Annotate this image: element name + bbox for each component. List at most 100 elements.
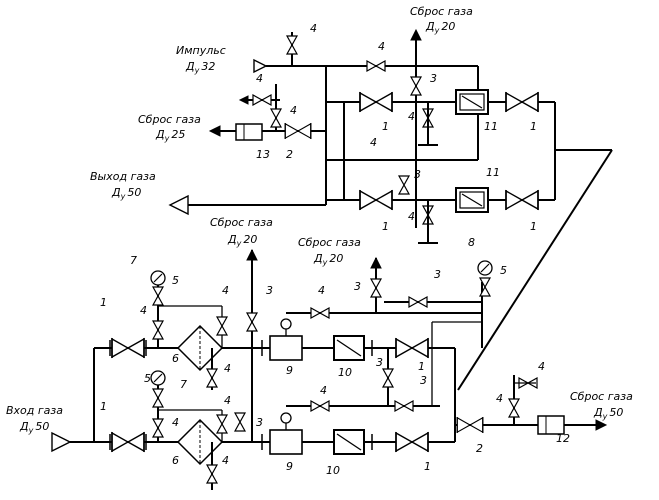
regulator-11-lower (455, 187, 489, 213)
callout-1: 1 (100, 296, 107, 309)
valve-top-1 (359, 91, 393, 113)
callout-4: 4 (222, 284, 229, 297)
valve-1-lower-outlet (395, 431, 429, 453)
callout-5: 5 (172, 274, 179, 287)
callout-4: 4 (172, 416, 179, 429)
callout-10: 10 (326, 464, 340, 477)
valve-top-2 (359, 189, 393, 211)
vent-mid2-arrow (370, 256, 382, 269)
regulator-11-upper (455, 89, 489, 115)
gauge-valve-top (270, 108, 282, 128)
callout-4: 4 (310, 22, 317, 35)
filter-6-upper (177, 325, 223, 371)
callout-4: 4 (496, 392, 503, 405)
vent-right-valve (508, 398, 520, 418)
callout-3: 3 (376, 356, 383, 369)
valve-4-filter-upper (216, 316, 228, 336)
vent-valve-3-b4 (382, 368, 394, 388)
label-vent-top: Сброс газа (410, 5, 473, 18)
meter-9-lower (269, 412, 303, 455)
callout-6: 6 (172, 352, 179, 365)
callout-9: 9 (286, 460, 293, 473)
callout-2: 2 (476, 442, 483, 455)
callout-3: 3 (434, 268, 441, 281)
callout-8: 8 (468, 236, 475, 249)
callout-6: 6 (172, 454, 179, 467)
inlet-arrow (51, 431, 72, 453)
hvalve-4-imp-lower (310, 400, 330, 412)
valve-1-upper-outlet (395, 337, 429, 359)
valve-1-lower-inlet (111, 431, 145, 453)
callout-4: 4 (408, 110, 415, 123)
impulse-arrow (253, 58, 268, 74)
vent-valve-3-mid (398, 175, 410, 195)
label-vent-right: Сброс газа (570, 390, 633, 403)
valve-2-outlet (456, 416, 484, 434)
callout-1: 1 (100, 400, 107, 413)
callout-4: 4 (140, 304, 147, 317)
valve-4-upper (152, 320, 164, 340)
callout-11: 11 (486, 166, 500, 179)
callout-11: 11 (484, 120, 498, 133)
valve-4-lower (152, 418, 164, 438)
drain-valve-4-upper (206, 368, 218, 388)
label-inlet: Вход газа (6, 404, 63, 417)
impulse-stub-valve (286, 35, 298, 55)
callout-3: 3 (414, 168, 421, 181)
pressure-gauge-7-lower (150, 370, 166, 386)
hvalve-3-imp-lower (394, 400, 414, 412)
valve-4-filter-lower (216, 414, 228, 434)
callout-1: 1 (424, 460, 431, 473)
valve-top-3 (505, 91, 539, 113)
callout-3: 3 (354, 280, 361, 293)
hvalve-4-imp-upper (310, 307, 330, 319)
callout-4: 4 (318, 284, 325, 297)
callout-5: 5 (500, 264, 507, 277)
regulator-10-upper (333, 335, 365, 361)
impulse-valve (366, 60, 386, 72)
callout-4: 4 (222, 454, 229, 467)
callout-1: 1 (418, 360, 425, 373)
label-vent-mid1: Сброс газа (210, 216, 273, 229)
callout-9: 9 (286, 364, 293, 377)
vent-valve-3-b3 (370, 278, 382, 298)
label-vent-mid2: Сброс газа (298, 236, 361, 249)
callout-1: 1 (530, 220, 537, 233)
callout-3: 3 (420, 374, 427, 387)
vent25-arrow (208, 125, 221, 137)
drain-valve-4-lower (206, 464, 218, 484)
callout-4: 4 (408, 210, 415, 223)
callout-7: 7 (180, 378, 187, 391)
callout-4: 4 (256, 72, 263, 85)
pressure-gauge-8 (477, 260, 493, 276)
hvalve-3-imp (408, 296, 428, 308)
callout-4: 4 (378, 40, 385, 53)
filter-6-lower (177, 419, 223, 465)
label-vent-25: Сброс газа (138, 113, 201, 126)
relief-valve-12 (537, 415, 565, 435)
label-outlet: Выход газа (90, 170, 156, 183)
callout-1: 1 (530, 120, 537, 133)
outlet-arrow (168, 194, 189, 216)
vent-right-arrow (595, 419, 608, 431)
valve-5-lower (152, 388, 164, 408)
valve-top-4 (505, 189, 539, 211)
callout-4: 4 (538, 360, 545, 373)
callout-3: 3 (430, 72, 437, 85)
callout-1: 1 (382, 120, 389, 133)
valve-5-upper (152, 286, 164, 306)
callout-13: 13 (256, 148, 270, 161)
meter-9-upper (269, 318, 303, 361)
callout-4: 4 (290, 104, 297, 117)
valve-1-upper-inlet (111, 337, 145, 359)
callout-4: 4 (370, 136, 377, 149)
pressure-gauge-7-upper (150, 270, 166, 286)
